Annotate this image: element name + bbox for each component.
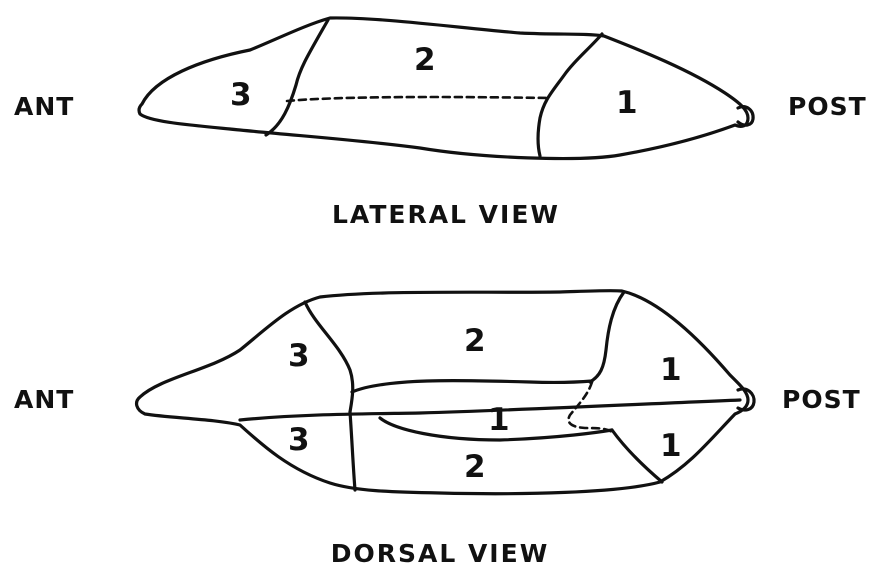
dorsal-region-1-upper-label: 1 — [660, 352, 682, 388]
lateral-region-1-label: 1 — [616, 85, 638, 121]
dorsal-region-2-upper-label: 2 — [464, 323, 486, 359]
lateral-divider-2-1 — [538, 34, 602, 156]
dorsal-inner-channel-top — [352, 381, 592, 392]
dorsal-region-1-middle-label: 1 — [488, 402, 510, 438]
dorsal-outline — [137, 291, 748, 494]
dorsal-divider-3-2-lower — [350, 412, 355, 490]
dorsal-ant-label: ANT — [14, 385, 74, 414]
lateral-divider-3-2 — [266, 20, 328, 135]
lateral-region-2-label: 2 — [414, 42, 436, 78]
lateral-ant-label: ANT — [14, 92, 74, 121]
dorsal-region-1-lower-label: 1 — [660, 428, 682, 464]
dorsal-divider-2-1-upper — [590, 292, 624, 382]
lateral-view: 3 2 1 ANT POST LATERAL VIEW — [14, 18, 867, 229]
dorsal-region-3-lower-label: 3 — [288, 422, 310, 458]
dorsal-divider-3-2-upper — [305, 302, 353, 412]
lateral-post-label: POST — [788, 92, 867, 121]
dorsal-region-3-upper-label: 3 — [288, 338, 310, 374]
dorsal-view-caption: DORSAL VIEW — [331, 539, 550, 568]
dorsal-divider-2-1-lower — [612, 430, 662, 482]
lateral-dashed-line — [287, 97, 548, 101]
dorsal-view: 3 2 1 1 3 2 1 ANT POST DORSAL VIEW — [14, 291, 861, 568]
lateral-view-caption: LATERAL VIEW — [332, 200, 560, 229]
lateral-region-3-label: 3 — [230, 77, 252, 113]
dorsal-post-label: POST — [782, 385, 861, 414]
dorsal-region-2-lower-label: 2 — [464, 449, 486, 485]
